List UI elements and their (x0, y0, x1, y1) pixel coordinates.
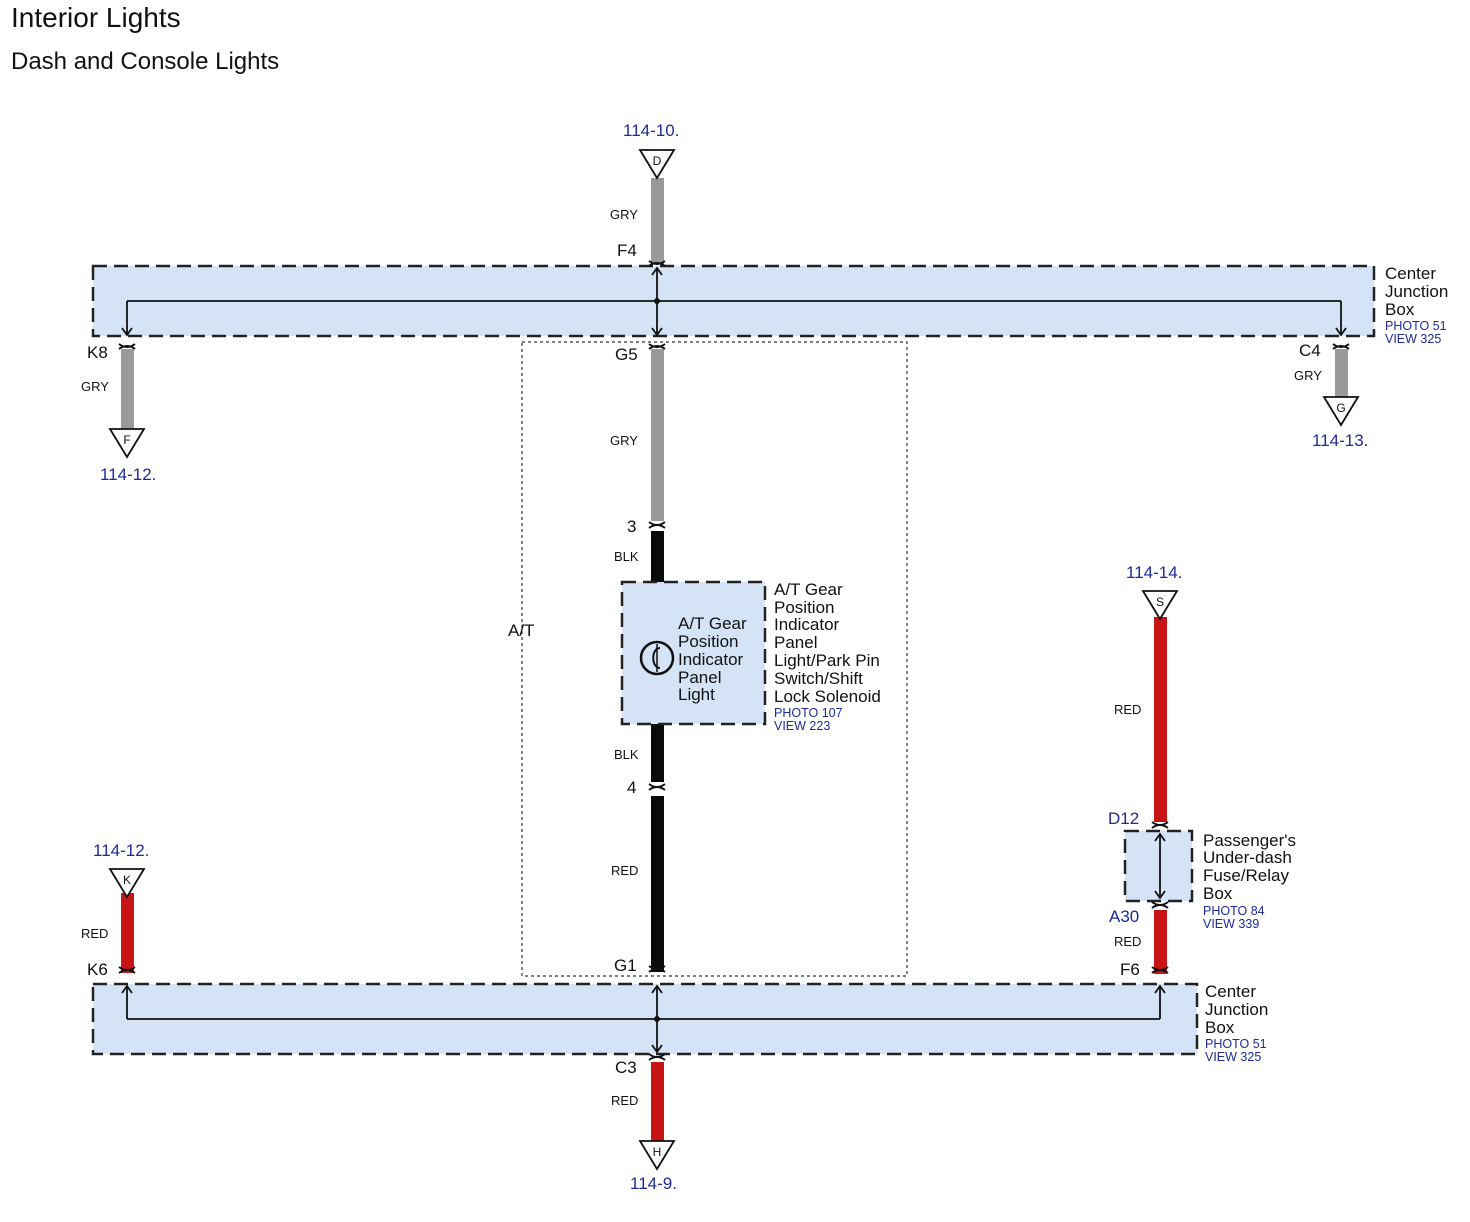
svg-text:Junction: Junction (1205, 1000, 1268, 1019)
svg-text:Box: Box (1385, 300, 1415, 319)
pin-c4: C4 (1299, 341, 1321, 360)
bottom-box-circuit (121, 984, 1166, 1054)
svg-text:Center: Center (1385, 264, 1436, 283)
connector-h-icon[interactable]: H (638, 1140, 676, 1171)
wire-label-blk-upper: BLK (614, 549, 639, 564)
fuse-box-circuit (1154, 832, 1166, 900)
svg-text:Switch/Shift: Switch/Shift (774, 669, 863, 688)
at-label: A/T (508, 621, 534, 640)
wire-label-red-center: RED (611, 863, 638, 878)
svg-text:Box: Box (1203, 884, 1233, 903)
wire-label-red-right-low: RED (1114, 934, 1141, 949)
wire-label-blk-lower: BLK (614, 747, 639, 762)
pin-k8: K8 (87, 343, 108, 362)
ref-link-right-mid[interactable]: 114-14. (1126, 563, 1182, 582)
photo-link[interactable]: PHOTO 51 (1385, 319, 1447, 333)
svg-text:K: K (123, 873, 131, 887)
ref-link-top[interactable]: 114-10. (623, 121, 679, 140)
wire-label-red-left: RED (81, 926, 108, 941)
photo-link[interactable]: PHOTO 107 (774, 706, 843, 720)
pin-3: 3 (627, 517, 636, 536)
photo-link[interactable]: PHOTO 51 (1205, 1037, 1267, 1051)
svg-text:Fuse/Relay: Fuse/Relay (1203, 866, 1289, 885)
svg-text:A/T Gear: A/T Gear (774, 580, 843, 599)
view-link[interactable]: VIEW 223 (774, 719, 830, 733)
connector-marks (118, 260, 1350, 1061)
indicator-inner-label: A/T Gear Position Indicator Panel Light (678, 614, 747, 704)
wire-red-center (651, 796, 664, 972)
svg-text:Indicator: Indicator (678, 650, 744, 669)
page-subtitle: Dash and Console Lights (11, 48, 280, 75)
svg-text:A/T Gear: A/T Gear (678, 614, 747, 633)
ref-link-left-bottom[interactable]: 114-12. (93, 841, 149, 860)
wire-label-g5: GRY (610, 433, 638, 448)
wire-label-c4: GRY (1294, 368, 1322, 383)
pin-g1: G1 (614, 956, 637, 975)
wire-gry-k8 (121, 349, 134, 429)
ref-link-left-top[interactable]: 114-12. (100, 465, 156, 484)
wire-label-red-right: RED (1114, 702, 1141, 717)
bulb-icon (639, 640, 675, 676)
svg-text:D: D (653, 154, 662, 168)
svg-text:Light: Light (678, 685, 715, 704)
pin-c3: C3 (615, 1058, 637, 1077)
wire-gry-top (651, 178, 664, 264)
view-link[interactable]: VIEW 339 (1203, 917, 1259, 931)
connector-k-icon[interactable]: K (108, 868, 146, 899)
wire-red-left (121, 893, 134, 973)
connector-f-icon[interactable]: F (108, 428, 146, 459)
pin-k6: K6 (87, 960, 108, 979)
pin-4: 4 (627, 778, 636, 797)
wire-label-red-bottom: RED (611, 1093, 638, 1108)
pin-f4: F4 (617, 241, 637, 260)
ref-link-bottom[interactable]: 114-9. (630, 1174, 677, 1193)
svg-text:H: H (653, 1145, 662, 1159)
wire-red-right-low (1154, 910, 1167, 974)
wire-gry-c4 (1335, 349, 1348, 397)
wire-label-k8: GRY (81, 379, 109, 394)
wire-red-right (1154, 617, 1167, 822)
pin-f6: F6 (1120, 960, 1140, 979)
center-junction-box-bottom-label: Center Junction Box PHOTO 51 VIEW 325 (1205, 982, 1268, 1064)
svg-text:Junction: Junction (1385, 282, 1448, 301)
svg-text:Center: Center (1205, 982, 1256, 1001)
svg-text:S: S (1156, 595, 1164, 609)
indicator-outer-label: A/T Gear Position Indicator Panel Light/… (774, 580, 881, 733)
top-box-circuit (121, 266, 1347, 337)
photo-link[interactable]: PHOTO 84 (1203, 904, 1265, 918)
center-junction-box-top-label: Center Junction Box PHOTO 51 VIEW 325 (1385, 264, 1448, 346)
wire-gry-g5 (651, 349, 664, 521)
svg-text:Under-dash: Under-dash (1203, 848, 1292, 867)
svg-text:Position: Position (678, 632, 738, 651)
view-link[interactable]: VIEW 325 (1385, 332, 1441, 346)
svg-text:Position: Position (774, 598, 834, 617)
connector-s-icon[interactable]: S (1141, 590, 1179, 621)
svg-text:F: F (123, 433, 130, 447)
svg-text:Box: Box (1205, 1018, 1235, 1037)
fuse-relay-box (1123, 829, 1194, 903)
connector-d-icon[interactable]: D (638, 149, 676, 180)
pin-d12: D12 (1108, 809, 1139, 828)
pin-a30: A30 (1109, 907, 1139, 926)
pin-g5: G5 (615, 345, 638, 364)
svg-text:Panel: Panel (774, 633, 817, 652)
ref-link-right-top[interactable]: 114-13. (1312, 431, 1368, 450)
fuse-relay-box-label: Passenger's Under-dash Fuse/Relay Box PH… (1203, 831, 1296, 931)
view-link[interactable]: VIEW 325 (1205, 1050, 1261, 1064)
svg-text:Light/Park Pin: Light/Park Pin (774, 651, 880, 670)
connector-g-icon[interactable]: G (1322, 396, 1360, 427)
svg-text:Panel: Panel (678, 668, 721, 687)
at-region (521, 341, 908, 977)
wire-red-bottom (651, 1062, 664, 1141)
svg-text:Lock Solenoid: Lock Solenoid (774, 687, 881, 706)
wire-label-top: GRY (610, 207, 638, 222)
svg-text:G: G (1336, 401, 1345, 415)
svg-text:Passenger's: Passenger's (1203, 831, 1296, 850)
page-title: Interior Lights (11, 2, 181, 33)
svg-text:Indicator: Indicator (774, 615, 840, 634)
